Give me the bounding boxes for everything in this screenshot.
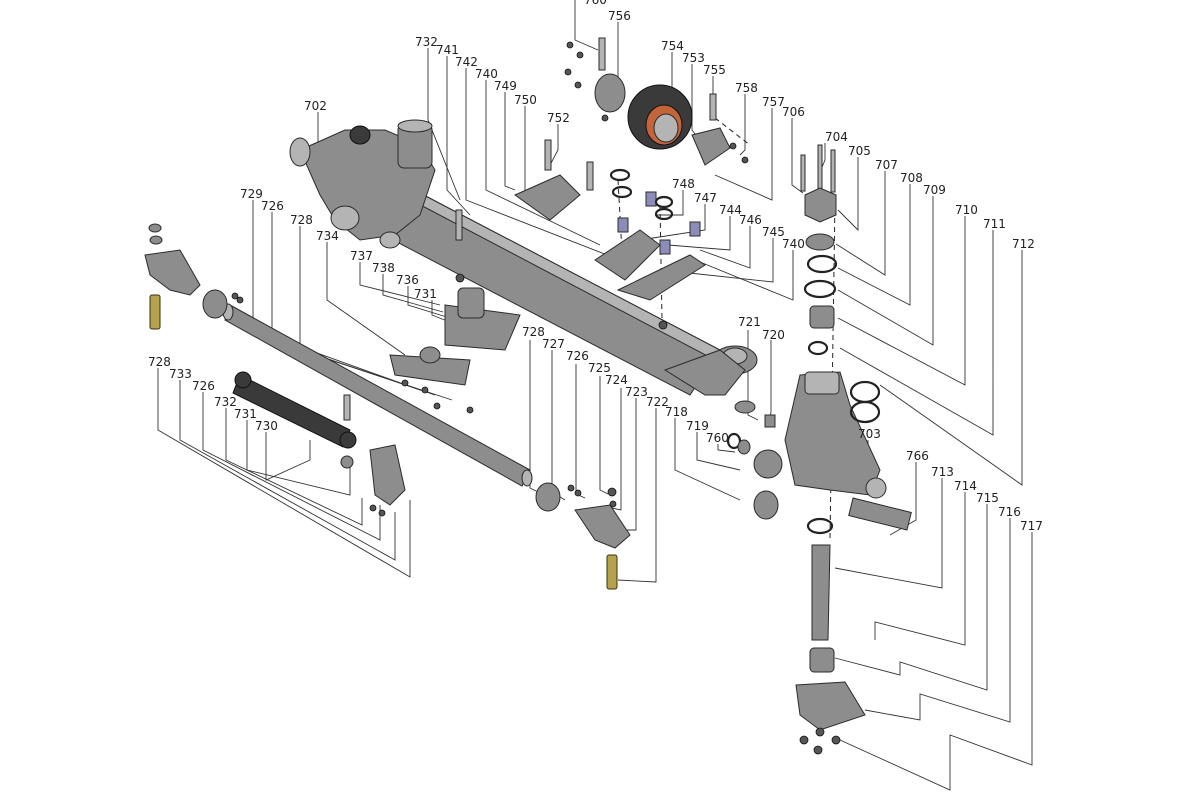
label-711: 711 [983, 217, 1006, 231]
label-717: 717 [1020, 519, 1043, 533]
label-704: 704 [825, 130, 848, 144]
label-726c: 726 [192, 379, 215, 393]
label-729: 729 [240, 187, 263, 201]
label-722: 722 [646, 395, 669, 409]
label-709: 709 [923, 183, 946, 197]
label-756: 756 [608, 9, 631, 23]
label-732b: 732 [214, 395, 237, 409]
label-736: 736 [396, 273, 419, 287]
label-728b: 728 [522, 325, 545, 339]
label-708: 708 [900, 171, 923, 185]
label-737: 737 [350, 249, 373, 263]
leader-lines [157, 0, 1033, 791]
label-703: 703 [858, 427, 881, 441]
label-745: 745 [762, 225, 785, 239]
label-732: 732 [415, 35, 438, 49]
label-723: 723 [625, 385, 648, 399]
label-742: 742 [455, 55, 478, 69]
label-752: 752 [547, 111, 570, 125]
label-730: 730 [255, 419, 278, 433]
label-705: 705 [848, 144, 871, 158]
label-726: 726 [261, 199, 284, 213]
label-728: 728 [290, 213, 313, 227]
shock-absorber [232, 371, 406, 506]
label-744: 744 [719, 203, 742, 217]
label-716: 716 [998, 505, 1021, 519]
label-753: 753 [682, 51, 705, 65]
label-749: 749 [494, 79, 517, 93]
label-766: 766 [906, 449, 929, 463]
label-740: 740 [475, 67, 498, 81]
label-710: 710 [955, 203, 978, 217]
label-760: 760 [706, 431, 729, 445]
label-740b: 740 [782, 237, 805, 251]
label-758: 758 [735, 81, 758, 95]
label-738: 738 [372, 261, 395, 275]
label-741: 741 [436, 43, 459, 57]
label-721: 721 [738, 315, 761, 329]
axle-housing-left [289, 119, 436, 249]
label-755: 755 [703, 63, 726, 77]
brackets-top [513, 168, 706, 301]
label-747: 747 [694, 191, 717, 205]
top-bolts [455, 37, 836, 241]
label-720: 720 [762, 328, 785, 342]
tie-rod [144, 223, 631, 590]
label-746: 746 [739, 213, 762, 227]
label-713: 713 [931, 465, 954, 479]
label-719: 719 [686, 419, 709, 433]
label-731: 731 [414, 287, 437, 301]
label-734: 734 [316, 229, 339, 243]
label-760-top: 760 [584, 0, 607, 7]
label-706: 706 [782, 105, 805, 119]
label-757: 757 [762, 95, 785, 109]
label-725: 725 [588, 361, 611, 375]
label-727: 727 [542, 337, 565, 351]
drum-hub [594, 73, 731, 166]
label-712: 712 [1012, 237, 1035, 251]
small-hardware [231, 273, 841, 755]
label-731b: 731 [234, 407, 257, 421]
label-748: 748 [672, 177, 695, 191]
kingpin-stack [795, 187, 912, 731]
label-714: 714 [954, 479, 977, 493]
label-733: 733 [169, 367, 192, 381]
label-707: 707 [875, 158, 898, 172]
label-702: 702 [304, 99, 327, 113]
label-715: 715 [976, 491, 999, 505]
label-750: 750 [514, 93, 537, 107]
label-718: 718 [665, 405, 688, 419]
part-number-labels: 702 732 741 742 740 749 750 752 756 754 … [148, 0, 1043, 533]
steering-knuckle [753, 371, 887, 520]
label-726b: 726 [566, 349, 589, 363]
mount-brackets [389, 287, 521, 414]
label-728c: 728 [148, 355, 171, 369]
label-754: 754 [661, 39, 684, 53]
label-724: 724 [605, 373, 628, 387]
